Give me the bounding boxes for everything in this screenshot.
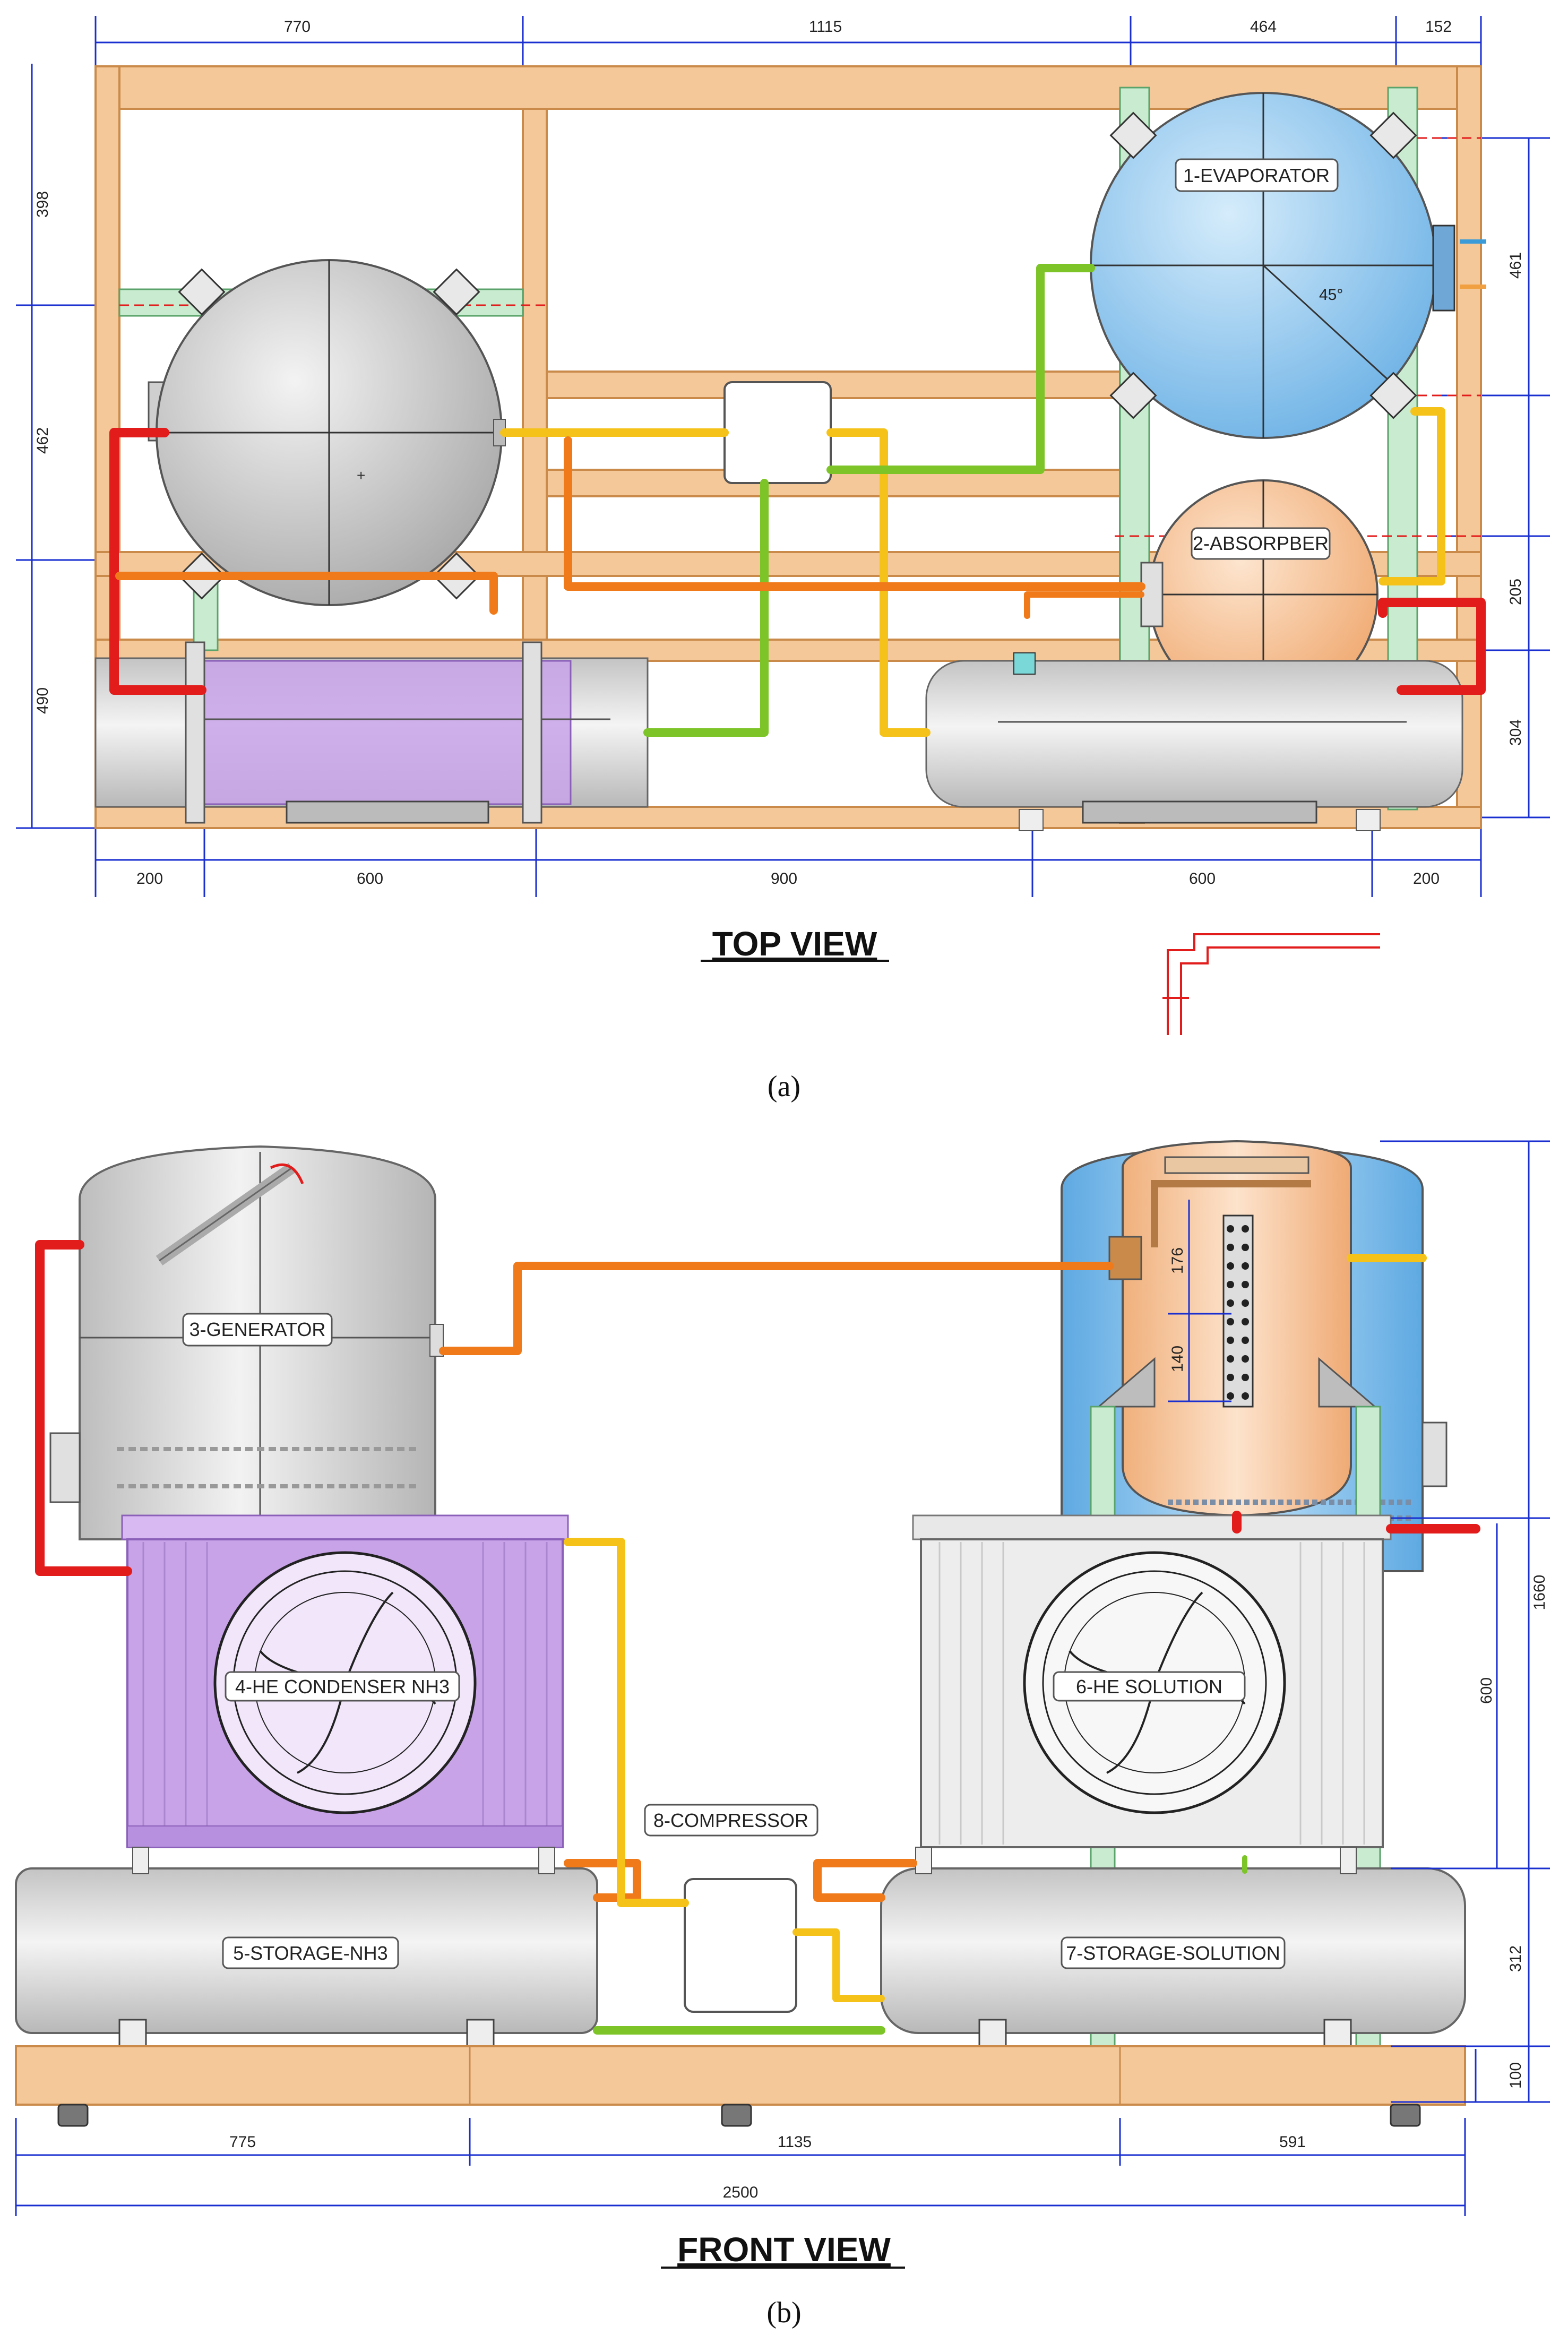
condenser-fins (142, 1542, 548, 1845)
compressor-label: 8-COMPRESSOR (653, 1810, 808, 1831)
panel-label-b: (b) (766, 2296, 801, 2329)
storage-solution-front: 7-STORAGE-SOLUTION (880, 1847, 1466, 2047)
front-view-title: FRONT VIEW (677, 2230, 891, 2269)
dim-200-left: 200 (136, 870, 163, 888)
condenser-label: 4-HE CONDENSER NH3 (235, 1676, 450, 1698)
dim-600-right: 600 (1189, 870, 1216, 888)
dim-600-front: 600 (1478, 1677, 1495, 1704)
dim-591: 591 (1279, 2133, 1306, 2151)
dim-200-right: 200 (1413, 870, 1440, 888)
pipes-front (35, 1240, 1480, 2035)
condenser-front: 4-HE CONDENSER NH3 (121, 1514, 569, 1848)
dim-100: 100 (1507, 2062, 1524, 2089)
dim-770: 770 (284, 18, 311, 36)
top-view-title: TOP VIEW (712, 925, 877, 963)
pipes-top (109, 264, 1486, 737)
dim-900: 900 (771, 870, 797, 888)
he-solution-label: 6-HE SOLUTION (1076, 1676, 1222, 1698)
dim-140: 140 (1169, 1346, 1186, 1372)
generator-label: 3-GENERATOR (189, 1319, 326, 1340)
dim-462: 462 (34, 427, 51, 454)
svg-text:+: + (357, 467, 365, 484)
dim-2500: 2500 (723, 2184, 759, 2201)
absorber-front: 176 140 (1061, 1140, 1448, 1572)
top-dimension-texts: 770 1115 464 152 398 462 490 461 205 304… (34, 18, 1524, 888)
evaporator-label: 1-EVAPORATOR (1183, 165, 1330, 186)
dim-490: 490 (34, 687, 51, 714)
he-solution-front: 6-HE SOLUTION (912, 1514, 1392, 1848)
base-frame-front (15, 2045, 1466, 2127)
dim-398: 398 (34, 191, 51, 218)
front-dimension-lines (15, 1140, 1550, 2216)
dim-775: 775 (229, 2133, 256, 2151)
front-dimension-texts: 1660 600 312 100 775 1135 591 2500 (229, 1575, 1548, 2201)
dim-600-left: 600 (357, 870, 383, 888)
dim-205: 205 (1507, 579, 1524, 605)
nozzle-detail-icon (1162, 933, 1380, 1035)
generator-top: + (148, 259, 506, 606)
top-view: 770 1115 464 152 398 462 490 461 205 304… (16, 16, 1550, 1103)
angle-label: 45° (1319, 286, 1343, 304)
dim-461: 461 (1507, 252, 1524, 279)
generator-front: 3-GENERATOR (49, 1145, 444, 1540)
dim-464: 464 (1250, 18, 1277, 36)
panel-label-a: (a) (768, 1070, 800, 1103)
absorber-label: 2-ABSORPBER (1193, 532, 1329, 554)
evaporator-top: 1-EVAPORATOR 45° (1090, 92, 1486, 439)
dim-1115: 1115 (809, 18, 842, 36)
compressor-front: 8-COMPRESSOR (644, 1804, 819, 2013)
dim-152: 152 (1425, 18, 1452, 36)
storage-solution-label: 7-STORAGE-SOLUTION (1066, 1942, 1280, 1964)
storage-nh3-front: 5-STORAGE-NH3 (15, 1847, 598, 2047)
compressor-top (723, 381, 832, 484)
dim-312: 312 (1507, 1945, 1524, 1972)
condenser-top (94, 641, 649, 824)
dim-176: 176 (1169, 1247, 1186, 1274)
storage-nh3-label: 5-STORAGE-NH3 (233, 1942, 387, 1964)
solution-tank-top (925, 652, 1463, 831)
dim-1135: 1135 (778, 2133, 812, 2151)
dim-304: 304 (1507, 719, 1524, 746)
front-view: 3-GENERATOR 4-HE CONDENSER NH3 (15, 1140, 1550, 2329)
dim-1660: 1660 (1531, 1575, 1548, 1610)
